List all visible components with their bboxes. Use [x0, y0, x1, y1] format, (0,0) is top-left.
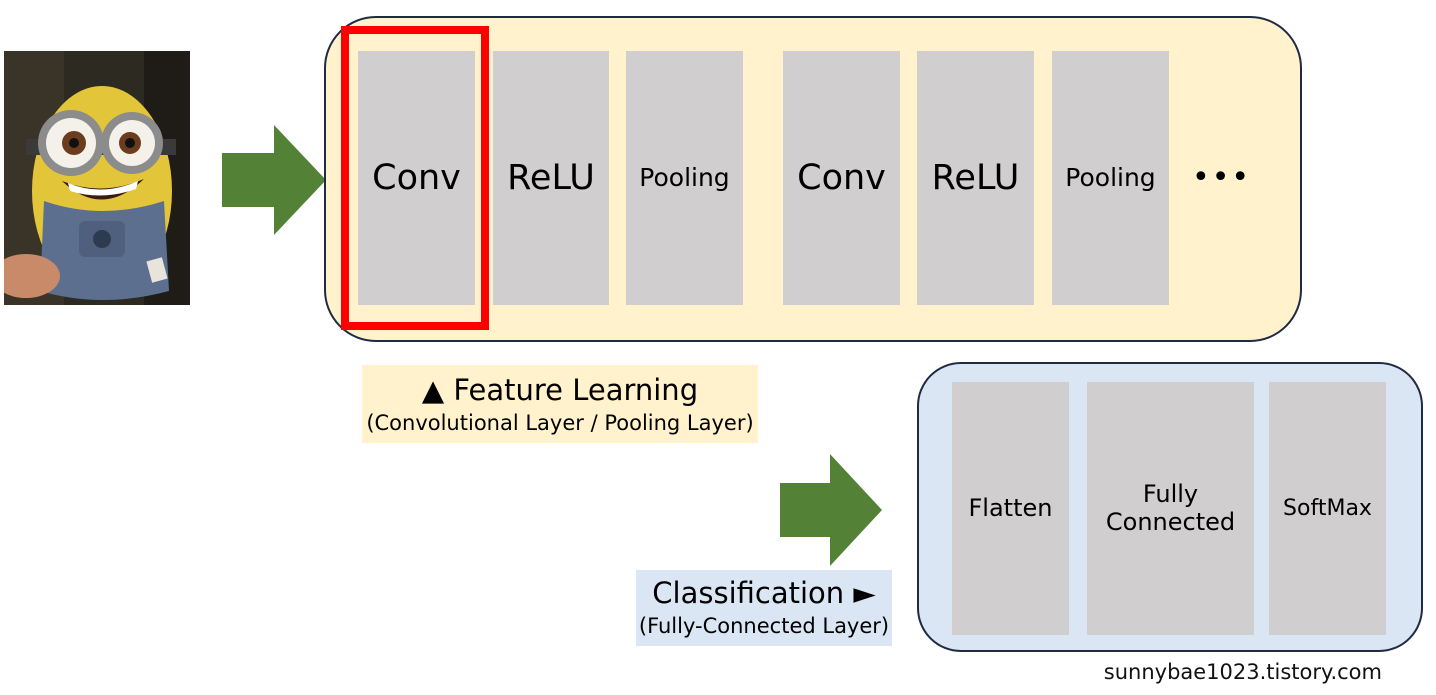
conv-layer-2: Conv: [783, 51, 900, 305]
feature-learning-caption: ▲ Feature Learning (Convolutional Layer …: [362, 365, 758, 443]
pooling-layer-1: Pooling: [626, 51, 743, 305]
conv-layer-1: Conv: [358, 51, 475, 305]
layer-label: Conv: [372, 157, 461, 198]
classification-subtitle: (Fully-Connected Layer): [638, 613, 890, 638]
minion-toy-illustration: [4, 51, 190, 305]
input-image: [4, 51, 190, 305]
classification-caption: Classification ► (Fully-Connected Layer): [636, 570, 892, 646]
layer-label: Fully Connected: [1105, 479, 1236, 536]
layer-label: ReLU: [931, 157, 1020, 198]
layer-label: Flatten: [968, 493, 1053, 522]
arrow-right-icon: [780, 454, 882, 566]
layer-label: Pooling: [1065, 162, 1156, 192]
classification-title: Classification ►: [652, 576, 876, 610]
layer-label: Conv: [797, 157, 886, 198]
fully-connected-layer: Fully Connected: [1087, 382, 1254, 635]
layer-label: SoftMax: [1283, 495, 1372, 521]
feature-learning-subtitle: (Convolutional Layer / Pooling Layer): [366, 410, 754, 435]
layer-label: ReLU: [507, 157, 595, 198]
watermark: sunnybae1023.tistory.com: [1103, 660, 1382, 684]
layer-label: Pooling: [639, 162, 730, 192]
conv-highlight-box: [341, 26, 489, 330]
pooling-layer-2: Pooling: [1052, 51, 1169, 305]
relu-layer-1: ReLU: [493, 51, 609, 305]
arrow-right-icon: [222, 125, 326, 235]
relu-layer-2: ReLU: [917, 51, 1034, 305]
flatten-layer: Flatten: [952, 382, 1069, 635]
softmax-layer: SoftMax: [1269, 382, 1386, 635]
feature-learning-title: ▲ Feature Learning: [421, 373, 699, 407]
ellipsis: •••: [1192, 160, 1252, 195]
